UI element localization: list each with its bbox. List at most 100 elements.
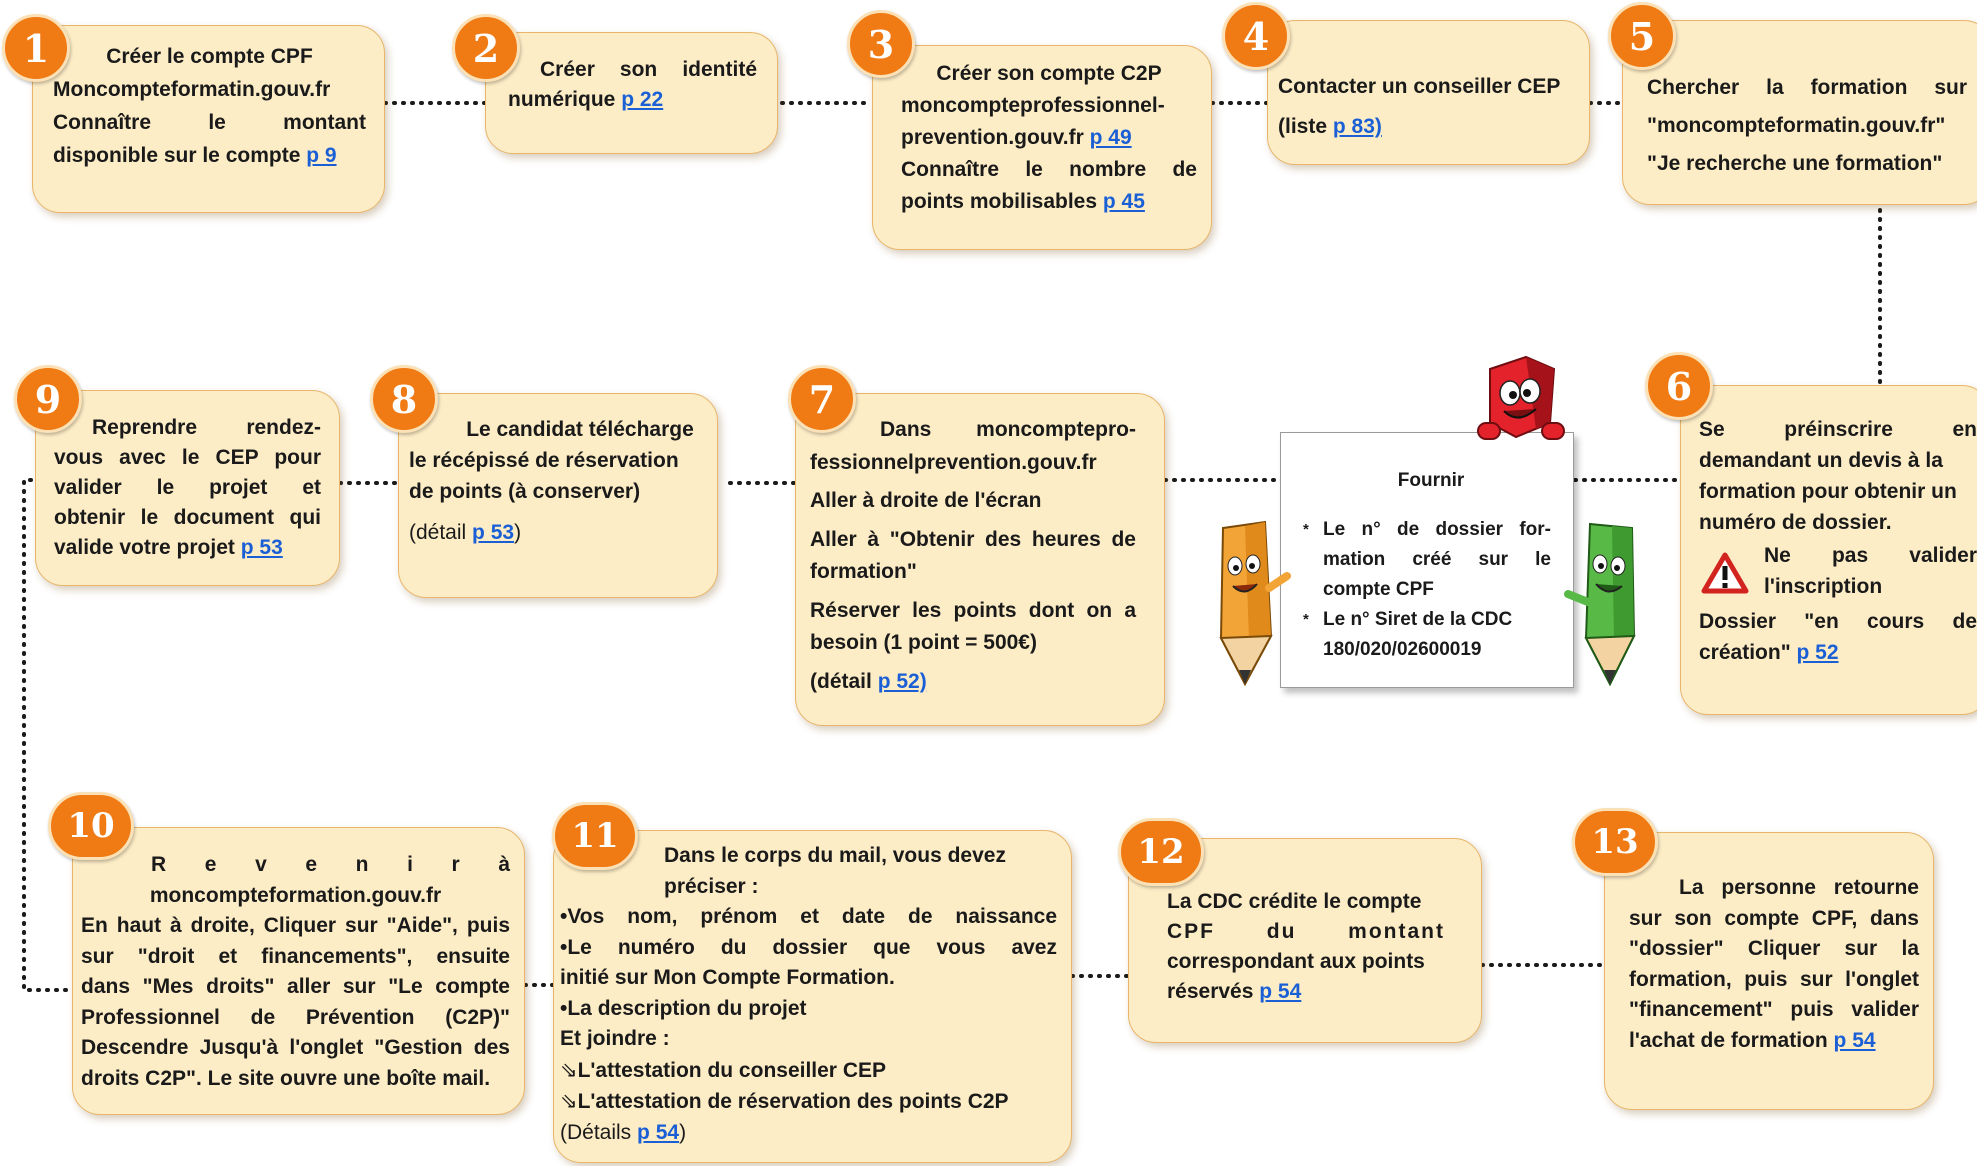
step-4-box: Contacter un conseiller CEP (liste p 83) [1267,20,1590,165]
step-9-box: Reprendre rendez- vous avec le CEP pour … [35,390,340,586]
step-13-line: sur son compte CPF, dans [1629,906,1919,930]
step-4-link[interactable]: p 83) [1332,115,1382,138]
step-6-line: création" [1699,641,1797,664]
step-7-badge: 7 [788,365,856,433]
step-9-line: vous avec le CEP pour [54,446,321,469]
step-12-line: La CDC crédite le compte [1167,890,1422,913]
step-8-line: Le candidat télécharge [466,418,694,441]
step-3-line: moncompteprofessionnel- [901,94,1165,117]
step-13-line: "dossier" Cliquer sur la [1629,937,1919,960]
step-1-line: Connaître le montant [53,111,366,134]
step-7-line: fessionnelprevention.gouv.fr [810,450,1097,474]
step-9-line: obtenir le document qui [54,506,321,529]
arrow-icon: ⇘ [560,1057,578,1082]
step-10-badge: 10 [48,792,134,860]
step-1-line: disponible sur le compte [53,144,307,167]
note-title: Fournir [1397,470,1465,491]
step-1-badge: 1 [2,14,70,82]
step-1-line: Créer le compte CPF [106,45,313,68]
step-1-link[interactable]: p 9 [306,144,337,167]
step-10-line: dans "Mes droits" aller sur "Le compte [81,975,510,998]
step-7-line: formation" [810,560,917,583]
step-4-badge: 4 [1222,2,1290,70]
step-3-line: Créer son compte C2P [936,62,1162,85]
step-12-line: réservés [1167,980,1260,1003]
step-13-link[interactable]: p 54 [1833,1028,1876,1052]
step-8-link[interactable]: p 53 [472,521,515,544]
step-1-line: Moncompteformatin.gouv.fr [53,78,331,101]
step-3-link-a[interactable]: p 49 [1089,126,1132,149]
step-10-line: R e v e n i r à [151,853,510,876]
step-11-line: Et joindre : [560,1027,670,1050]
step-8-line: de points (à conserver) [409,480,641,503]
step-7-line: (détail [810,669,878,693]
step-5-box: Chercher la formation sur "moncompteform… [1622,20,1977,205]
step-11-line: •Vos nom, prénom et date de naissance [560,905,1057,928]
step-8-line: ) [514,521,522,544]
step-11-line: •Le numéro du dossier que vous avez [560,935,1057,959]
note-board: Fournir Le n° de dossier for-mation créé… [1280,432,1574,688]
step-5-line: "Je recherche une formation" [1647,152,1943,175]
step-7-line: Aller à "Obtenir des heures de [810,527,1136,551]
step-6-line: formation pour obtenir un [1699,480,1957,503]
step-3-line: points mobilisables [901,190,1103,213]
step-2-box: Créer son identité numérique p 22 [485,32,778,154]
step-9-line: Reprendre rendez- [92,416,321,439]
step-5-badge: 5 [1608,2,1676,70]
step-8-line: le récépissé de réservation [409,449,679,472]
step-5-line: "moncompteformatin.gouv.fr" [1647,114,1946,137]
note-item: Le n° Siret de la CDC 180/020/02600019 [1303,605,1551,665]
green-pencil-character-icon [1564,522,1636,687]
step-11-link[interactable]: p 54 [637,1120,680,1144]
step-12-badge: 12 [1118,818,1204,886]
step-10-box: R e v e n i r à moncompteformation.gouv.… [72,827,525,1115]
note-item: Le n° de dossier for-mation créé sur le … [1303,515,1551,605]
step-11-line: Dans le corps du mail, vous devez [664,844,1006,867]
orange-pencil-character-icon [1219,520,1291,687]
step-11-badge: 11 [552,802,638,870]
arrow-icon: ⇘ [560,1089,578,1113]
step-7-line: besoin (1 point = 500€) [810,631,1037,654]
step-1-box: Créer le compte CPF Moncompteformatin.go… [32,25,385,213]
step-12-link[interactable]: p 54 [1259,980,1302,1003]
step-3-line: prevention.gouv.fr [901,126,1090,149]
step-3-link-b[interactable]: p 45 [1102,190,1145,213]
step-9-link[interactable]: p 53 [240,536,283,559]
step-12-line: CPF du montant [1167,920,1445,943]
step-10-line: Professionnel de Prévention (C2P)" [81,1005,510,1029]
step-7-link[interactable]: p 52) [877,669,927,693]
step-10-line: En haut à droite, Cliquer sur "Aide", pu… [81,914,510,937]
step-6-badge: 6 [1645,352,1713,420]
step-8-badge: 8 [370,365,438,433]
step-11-line: (Détails [560,1120,638,1144]
step-11-line: L'attestation de réservation des points … [577,1090,1009,1113]
step-6-line: Dossier "en cours de [1699,610,1977,633]
step-6-line: demandant un devis à la [1699,449,1943,472]
step-9-line: valider le projet et [54,476,321,499]
step-7-line: Dans moncomptepro- [880,418,1136,441]
step-11-line: préciser : [664,874,759,898]
step-6-line: l'inscription [1764,575,1883,598]
step-3-badge: 3 [847,10,915,78]
step-10-line: sur "droit et financements", ensuite [81,944,510,968]
step-6-link[interactable]: p 52 [1796,641,1839,664]
step-11-line: ) [679,1120,687,1144]
red-pencil-character-icon [1477,355,1565,440]
step-4-line: Contacter un conseiller CEP [1278,75,1561,98]
step-9-line: valide votre projet [54,536,241,559]
step-13-line: formation, puis sur l'onglet [1629,967,1919,991]
step-8-box: Le candidat télécharge le récépissé de r… [398,393,718,598]
step-13-line: l'achat de formation [1629,1028,1834,1052]
step-13-line: La personne retourne [1679,876,1919,899]
step-11-line: initié sur Mon Compte Formation. [560,966,895,989]
step-2-link[interactable]: p 22 [621,88,664,111]
step-6-line: Se préinscrire en [1699,418,1977,441]
step-2-line: numérique [508,88,622,111]
step-13-box: La personne retourne sur son compte CPF,… [1604,832,1934,1110]
step-3-box: Créer son compte C2P moncompteprofession… [872,45,1212,250]
step-11-line: L'attestation du conseiller CEP [577,1058,886,1082]
step-3-line: Connaître le nombre de [901,158,1197,181]
step-9-badge: 9 [14,365,82,433]
step-2-badge: 2 [452,14,520,82]
